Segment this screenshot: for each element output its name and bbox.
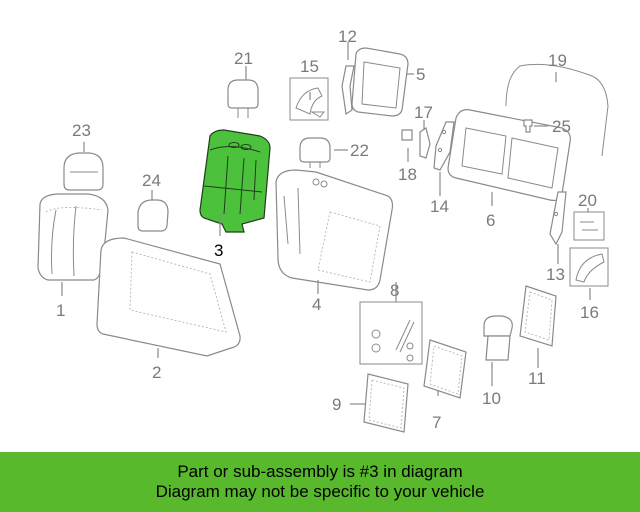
part-9-panel[interactable] (363, 373, 409, 433)
callout-8[interactable]: 8 (390, 281, 399, 300)
callout-10[interactable]: 10 (482, 389, 501, 408)
callout-9[interactable]: 9 (332, 395, 341, 414)
callout-24[interactable]: 24 (142, 171, 161, 190)
part-10-latch[interactable] (483, 315, 513, 361)
part-20-hardware[interactable] (573, 211, 605, 241)
part-22-headrest[interactable] (299, 137, 331, 168)
part-19-wire[interactable] (505, 63, 609, 157)
part-13-bracket[interactable] (549, 191, 567, 246)
part-6-frame[interactable] (447, 109, 571, 201)
callout-3-highlighted[interactable]: 3 (214, 241, 223, 260)
callout-12[interactable]: 12 (338, 27, 357, 46)
callout-11[interactable]: 11 (528, 369, 546, 388)
part-24-headrest[interactable] (137, 199, 169, 232)
banner-line-2: Diagram may not be specific to your vehi… (155, 482, 485, 501)
part-23-headrest[interactable] (63, 152, 104, 191)
part-17-bracket[interactable] (419, 127, 431, 159)
callout-4[interactable]: 4 (312, 295, 321, 314)
callout-7[interactable]: 7 (432, 413, 441, 432)
callout-2[interactable]: 2 (152, 363, 161, 382)
callout-17[interactable]: 17 (414, 103, 433, 122)
callout-1[interactable]: 1 (56, 301, 65, 320)
callout-5[interactable]: 5 (416, 65, 425, 84)
callout-25[interactable]: 25 (552, 117, 571, 136)
part-21-headrest[interactable] (227, 79, 259, 118)
part-15-bracket[interactable] (289, 77, 329, 121)
callout-15[interactable]: 15 (300, 57, 319, 76)
part-7-panel[interactable] (423, 339, 467, 399)
banner-line-1: Part or sub-assembly is #3 in diagram (177, 462, 463, 481)
callout-6[interactable]: 6 (486, 211, 495, 230)
leader-lines (61, 42, 591, 405)
callout-20[interactable]: 20 (578, 191, 597, 210)
callout-labels: 1 2 3 4 5 6 7 8 9 10 11 12 13 14 15 16 1… (56, 27, 599, 432)
callout-18[interactable]: 18 (398, 165, 417, 184)
part-25-fastener[interactable] (523, 119, 533, 133)
callout-19[interactable]: 19 (548, 51, 567, 70)
part-2-seat-cushion[interactable] (96, 237, 241, 357)
info-banner: Part or sub-assembly is #3 in diagram Di… (0, 452, 640, 512)
callout-13[interactable]: 13 (546, 265, 565, 284)
part-8-hardware-kit[interactable] (359, 301, 423, 365)
part-5-frame[interactable] (351, 47, 409, 117)
callout-23[interactable]: 23 (72, 121, 91, 140)
parts-diagram: 1 2 3 4 5 6 7 8 9 10 11 12 13 14 15 16 1… (37, 27, 609, 433)
callout-14[interactable]: 14 (430, 197, 449, 216)
part-11-panel[interactable] (519, 285, 557, 347)
part-1-seat-back[interactable] (37, 193, 109, 281)
callout-16[interactable]: 16 (580, 303, 599, 322)
part-18-clip[interactable] (401, 129, 413, 141)
callout-22[interactable]: 22 (350, 141, 369, 160)
callout-21[interactable]: 21 (234, 49, 253, 68)
part-4-seat-back[interactable] (275, 169, 394, 291)
part-16-cover[interactable] (569, 247, 609, 287)
part-12-bracket[interactable] (341, 65, 355, 116)
part-3-seat-back-highlighted[interactable] (199, 129, 271, 233)
